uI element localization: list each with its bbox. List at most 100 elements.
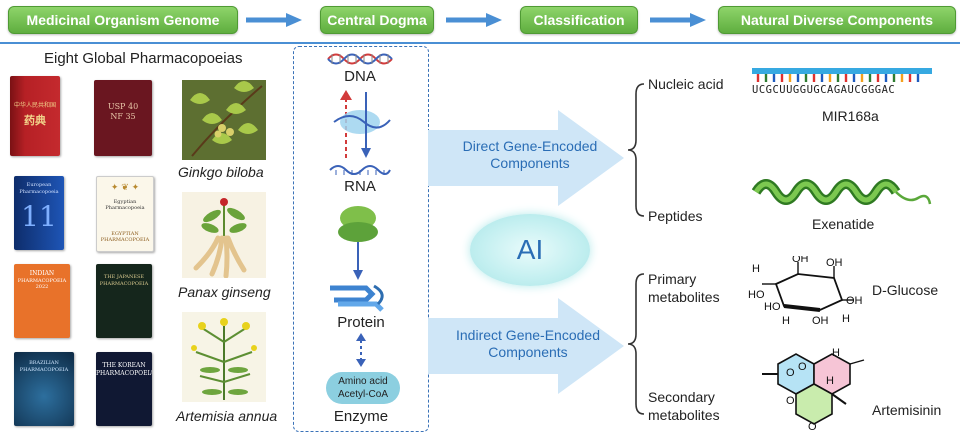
dashed-double-arrow bbox=[356, 333, 366, 367]
step-natural-components-label: Natural Diverse Components bbox=[740, 12, 934, 28]
upper-brace bbox=[627, 83, 645, 217]
enzyme-substrate-chip: Amino acid Acetyl-CoA bbox=[326, 372, 400, 404]
direct-line1: Direct Gene-Encoded bbox=[462, 138, 598, 154]
protein-structure-icon bbox=[330, 284, 384, 312]
primary-metabolites-label: Primary metabolites bbox=[648, 270, 720, 306]
book-egyptian-emblem: ✦ ❦ ✦ bbox=[110, 183, 140, 193]
book-usp-line1: USP 40 bbox=[107, 102, 139, 111]
dna-helix-icon bbox=[327, 53, 393, 65]
svg-text:HO: HO bbox=[764, 301, 781, 313]
svg-text:HO: HO bbox=[748, 289, 765, 301]
exenatide-label: Exenatide bbox=[812, 216, 875, 232]
indirect-line1: Indirect Gene-Encoded bbox=[456, 327, 600, 343]
header-arrow-3 bbox=[650, 13, 706, 27]
artemisinin-label: Artemisinin bbox=[872, 402, 942, 418]
primary-line1: Primary bbox=[648, 271, 697, 287]
indirect-arrow-shape bbox=[428, 298, 624, 394]
d-glucose-label: D-Glucose bbox=[872, 282, 939, 298]
indirect-line2: Components bbox=[488, 344, 568, 360]
svg-text:OH: OH bbox=[846, 295, 863, 307]
book-egyptian-line1: Egyptian Pharmacopoeia bbox=[105, 199, 145, 211]
book-european-pharmacopoeia: European Pharmacopoeia 11 bbox=[14, 176, 64, 250]
header-divider bbox=[0, 42, 960, 44]
svg-text:H: H bbox=[752, 263, 760, 275]
exenatide-helix-image bbox=[752, 179, 932, 205]
svg-text:H: H bbox=[832, 347, 840, 359]
mir168a-label: MIR168a bbox=[822, 108, 879, 124]
book-brazilian-line2: PHARMACOPOEIA bbox=[19, 367, 69, 373]
book-japanese-line2: PHARMACOPOEIA bbox=[99, 281, 149, 287]
ginkgo-biloba-image bbox=[182, 80, 266, 160]
artemisia-caption: Artemisia annua bbox=[176, 408, 278, 424]
book-indian-line2: PHARMACOPOEIA 2022 bbox=[17, 278, 67, 290]
direct-arrow-shape bbox=[428, 110, 624, 206]
pharmacopoeias-title: Eight Global Pharmacopoeias bbox=[44, 50, 243, 67]
enzyme-label: Enzyme bbox=[333, 408, 389, 425]
step-central-dogma: Central Dogma bbox=[320, 6, 434, 34]
central-dogma-box bbox=[293, 46, 429, 432]
indirect-gene-encoded-label: Indirect Gene-Encoded Components bbox=[436, 327, 620, 361]
step-classification: Classification bbox=[520, 6, 638, 34]
peptides-label: Peptides bbox=[648, 208, 703, 224]
artemisia-annua-image bbox=[182, 312, 266, 402]
svg-text:OH: OH bbox=[812, 315, 829, 327]
panax-ginseng-image bbox=[182, 192, 266, 278]
step-genome: Medicinal Organism Genome bbox=[8, 6, 238, 34]
book-indian-line1: INDIAN bbox=[29, 270, 55, 277]
ginkgo-caption: Ginkgo biloba bbox=[178, 164, 264, 180]
rna-strand-icon bbox=[329, 165, 391, 175]
book-european-line2: Pharmacopoeia bbox=[19, 189, 59, 195]
book-korean-line2: PHARMACOPOEIA bbox=[96, 370, 152, 377]
book-korean-line1: THE KOREAN bbox=[102, 362, 146, 369]
rna-label: RNA bbox=[344, 178, 376, 195]
ribosome-icon bbox=[338, 206, 378, 280]
direct-gene-encoded-label: Direct Gene-Encoded Components bbox=[440, 138, 620, 172]
secondary-line1: Secondary bbox=[648, 389, 715, 405]
header-arrow-1 bbox=[246, 13, 302, 27]
book-usp: USP 40 NF 35 bbox=[94, 80, 152, 156]
rna-sequence-bar bbox=[752, 68, 932, 82]
svg-text:O: O bbox=[798, 361, 807, 373]
ai-ellipse: AI bbox=[470, 214, 590, 286]
svg-text:OH: OH bbox=[826, 257, 843, 269]
protein-label: Protein bbox=[337, 314, 385, 331]
primary-line2: metabolites bbox=[648, 289, 720, 305]
ai-label: AI bbox=[516, 234, 544, 265]
svg-text:O: O bbox=[786, 395, 795, 407]
svg-text:O: O bbox=[786, 367, 795, 379]
lower-brace bbox=[627, 273, 645, 415]
step-genome-label: Medicinal Organism Genome bbox=[26, 12, 220, 28]
chip-line2: Acetyl-CoA bbox=[337, 389, 388, 400]
book-brazilian-pharmacopoeia: BRAZILIAN PHARMACOPOEIA bbox=[14, 352, 74, 426]
book-chinese-line2: 药典 bbox=[24, 114, 46, 127]
nucleic-acid-label: Nucleic acid bbox=[648, 76, 724, 92]
secondary-metabolites-label: Secondary metabolites bbox=[648, 388, 720, 424]
step-natural-components: Natural Diverse Components bbox=[718, 6, 956, 34]
step-classification-label: Classification bbox=[533, 12, 625, 28]
header-arrow-2 bbox=[446, 13, 502, 27]
dna-label: DNA bbox=[344, 68, 376, 85]
direct-line2: Components bbox=[490, 155, 570, 171]
step-central-dogma-label: Central Dogma bbox=[327, 12, 427, 28]
book-usp-line2: NF 35 bbox=[110, 112, 136, 121]
book-egyptian-line2: EGYPTIAN PHARMACOPOEIA bbox=[100, 231, 150, 243]
book-japanese-pharmacopoeia: THE JAPANESE PHARMACOPOEIA bbox=[96, 264, 152, 338]
chip-line1: Amino acid bbox=[338, 376, 388, 387]
book-chinese-line1: 中华人民共和国 bbox=[13, 102, 56, 109]
book-chinese-pharmacopoeia: 中华人民共和国 药典 bbox=[10, 76, 60, 156]
transcription-icon bbox=[333, 90, 391, 158]
book-brazilian-line1: BRAZILIAN bbox=[29, 360, 59, 366]
svg-text:H: H bbox=[842, 313, 850, 325]
book-european-line1: European bbox=[26, 182, 52, 188]
ginseng-caption: Panax ginseng bbox=[178, 284, 271, 300]
svg-text:H: H bbox=[826, 375, 834, 387]
svg-text:H: H bbox=[782, 315, 790, 327]
rna-sequence-text: UCGCUUGGUGCAGAUCGGGAC bbox=[752, 84, 896, 96]
book-korean-pharmacopoeia: THE KOREAN PHARMACOPOEIA bbox=[96, 352, 152, 426]
book-indian-pharmacopoeia: INDIAN PHARMACOPOEIA 2022 bbox=[14, 264, 70, 338]
book-japanese-line1: THE JAPANESE bbox=[103, 274, 145, 280]
book-egyptian-pharmacopoeia: ✦ ❦ ✦ Egyptian Pharmacopoeia EGYPTIAN PH… bbox=[96, 176, 154, 252]
svg-text:OH: OH bbox=[792, 256, 809, 265]
